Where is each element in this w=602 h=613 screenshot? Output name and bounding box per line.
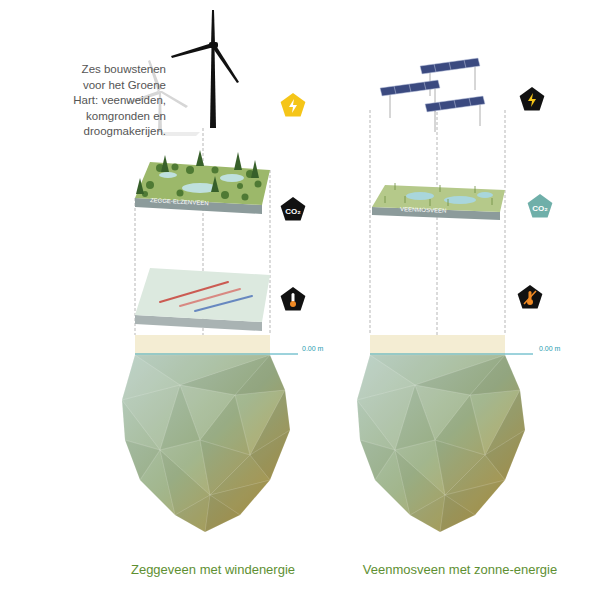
co2-icon: CO₂	[526, 193, 554, 221]
guide-lines	[270, 170, 271, 335]
wind-turbine	[171, 10, 239, 128]
solar-panels	[390, 94, 391, 118]
energy-icon	[281, 93, 306, 117]
forest-tile	[234, 152, 242, 170]
energy-icon	[281, 93, 306, 117]
heat-icon	[290, 301, 296, 307]
moss-tile	[405, 196, 406, 203]
solar-panels	[434, 64, 436, 72]
heat-icon	[524, 291, 536, 304]
tile-label: VEENMOSVEEN	[400, 205, 447, 215]
solar-panels	[475, 66, 476, 90]
icon-text: CO₂	[285, 204, 301, 216]
heat-tile	[160, 282, 228, 302]
level-label: 0.00 m	[539, 344, 560, 353]
moss-tile	[372, 183, 505, 220]
forest-tile	[196, 150, 204, 166]
wind-turbine	[212, 44, 239, 83]
energy-icon	[528, 93, 536, 107]
co2-icon: CO₂	[279, 196, 307, 224]
soil-column	[357, 335, 533, 532]
forest-tile	[221, 191, 229, 199]
heat-icon	[518, 285, 543, 309]
moss-tile	[385, 196, 386, 203]
forest-tile	[211, 176, 219, 192]
solar-panels	[380, 58, 485, 112]
solar-panels	[480, 104, 481, 126]
soil-column	[122, 335, 298, 532]
guide-lines	[505, 110, 506, 335]
solar-panels	[380, 58, 485, 132]
solar-panels	[420, 58, 480, 74]
wind-turbine	[211, 10, 215, 45]
forest-tile	[251, 160, 259, 178]
solar-panels	[394, 60, 471, 110]
forest-tile	[142, 164, 262, 201]
intro-note: Zes bouwstenen voor het Groene Hart: vee…	[58, 62, 166, 140]
forest-tile	[212, 167, 219, 174]
moss-tile	[448, 199, 449, 206]
tile-label: ZEGGE-ELZENVEEN	[150, 196, 209, 207]
solar-panels	[394, 86, 396, 94]
forest-tile	[177, 190, 184, 197]
solar-panels	[425, 96, 485, 112]
guide-lines	[437, 112, 438, 335]
ghost-turbine	[160, 132, 200, 136]
wind-turbine	[210, 46, 216, 128]
wind-turbine	[171, 43, 214, 58]
moss-tile	[395, 183, 396, 190]
solar-panels	[409, 84, 411, 92]
solar-panels	[439, 102, 441, 110]
moss-tile	[385, 183, 492, 206]
heat-icon	[292, 293, 295, 302]
forest-tile	[159, 172, 177, 178]
level-label: 0.00 m	[302, 344, 323, 353]
guide-lines	[135, 110, 505, 335]
icon-text: CO₂	[532, 201, 548, 213]
solar-panels	[449, 62, 451, 70]
forest-tile	[136, 178, 144, 194]
forest-tile	[237, 183, 243, 189]
forest-tile	[255, 181, 262, 188]
forest-tile	[135, 150, 270, 214]
heat-tile	[195, 296, 252, 311]
moss-tile	[492, 198, 493, 205]
caption: Zeggeveen met windenergie	[131, 561, 295, 579]
moss-tile	[477, 192, 493, 198]
pentagon-shape	[528, 194, 553, 218]
guide-lines	[370, 110, 371, 335]
solar-panels	[464, 60, 466, 68]
moss-tile	[444, 196, 476, 204]
solar-panels	[469, 98, 471, 106]
heat-tile	[135, 268, 270, 322]
solar-panels	[435, 110, 436, 132]
solar-panels	[424, 82, 426, 90]
solar-panels	[380, 80, 440, 96]
forest-tile	[136, 150, 259, 194]
forest-tile	[172, 164, 179, 171]
moss-tile	[475, 186, 476, 193]
forest-tile	[161, 155, 169, 172]
heat-icon	[281, 287, 306, 311]
heat-tile	[135, 268, 270, 331]
heat-icon	[518, 285, 543, 309]
heat-icon	[281, 287, 306, 311]
forest-tile	[220, 174, 244, 182]
heat-tile	[180, 289, 240, 306]
moss-tile	[440, 185, 441, 192]
energy-icon	[289, 99, 297, 113]
moss-tile	[430, 199, 431, 206]
forest-tile	[242, 194, 249, 201]
forest-tile	[146, 181, 154, 189]
energy-icon	[520, 87, 545, 111]
caption: Veenmosveen met zonne-energie	[363, 561, 557, 579]
solar-panels	[454, 100, 456, 108]
energy-icon	[520, 87, 545, 111]
pentagon-shape	[281, 197, 306, 221]
forest-tile	[186, 166, 194, 174]
moss-tile	[406, 192, 434, 200]
